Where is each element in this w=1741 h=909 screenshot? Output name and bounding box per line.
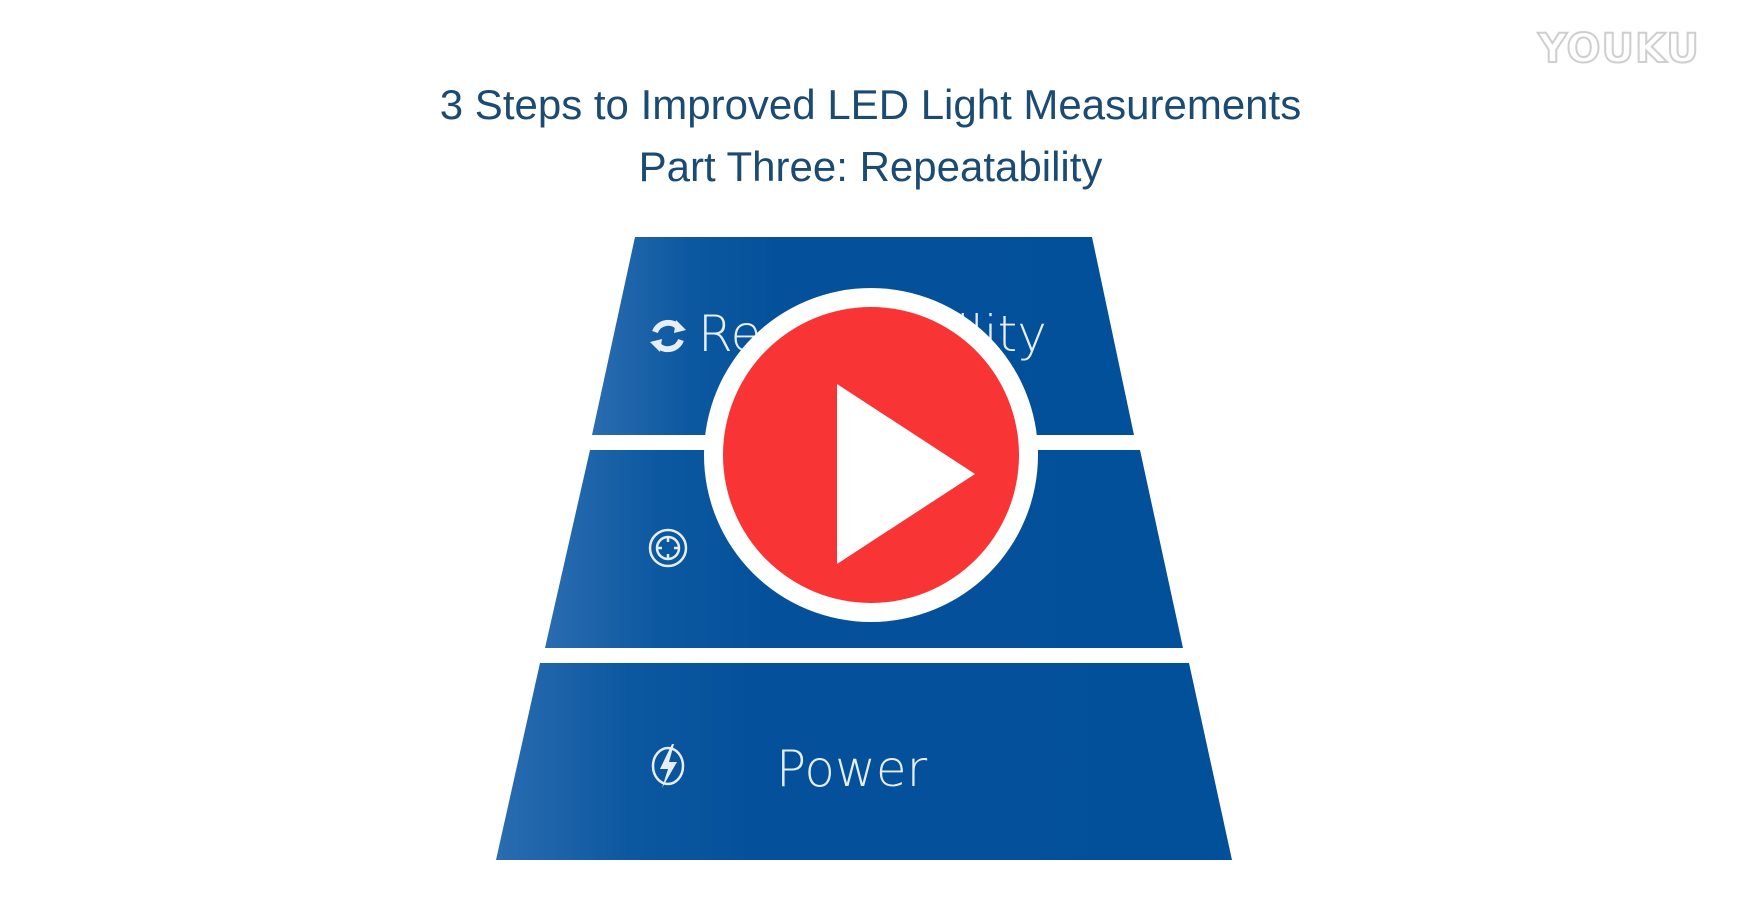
lightning-icon: [651, 744, 685, 788]
youku-watermark-logo: YOUKU: [1537, 25, 1700, 73]
video-subtitle: Part Three: Repeatability: [638, 143, 1103, 190]
target-icon: [648, 528, 688, 568]
play-icon[interactable]: [837, 384, 975, 564]
refresh-icon: [650, 319, 686, 353]
tier-label-power: Power: [776, 740, 928, 798]
play-button[interactable]: [704, 288, 1038, 622]
video-title: 3 Steps to Improved LED Light Measuremen…: [439, 81, 1302, 128]
play-button-fill[interactable]: [723, 307, 1019, 603]
tier-power: [496, 663, 1232, 860]
